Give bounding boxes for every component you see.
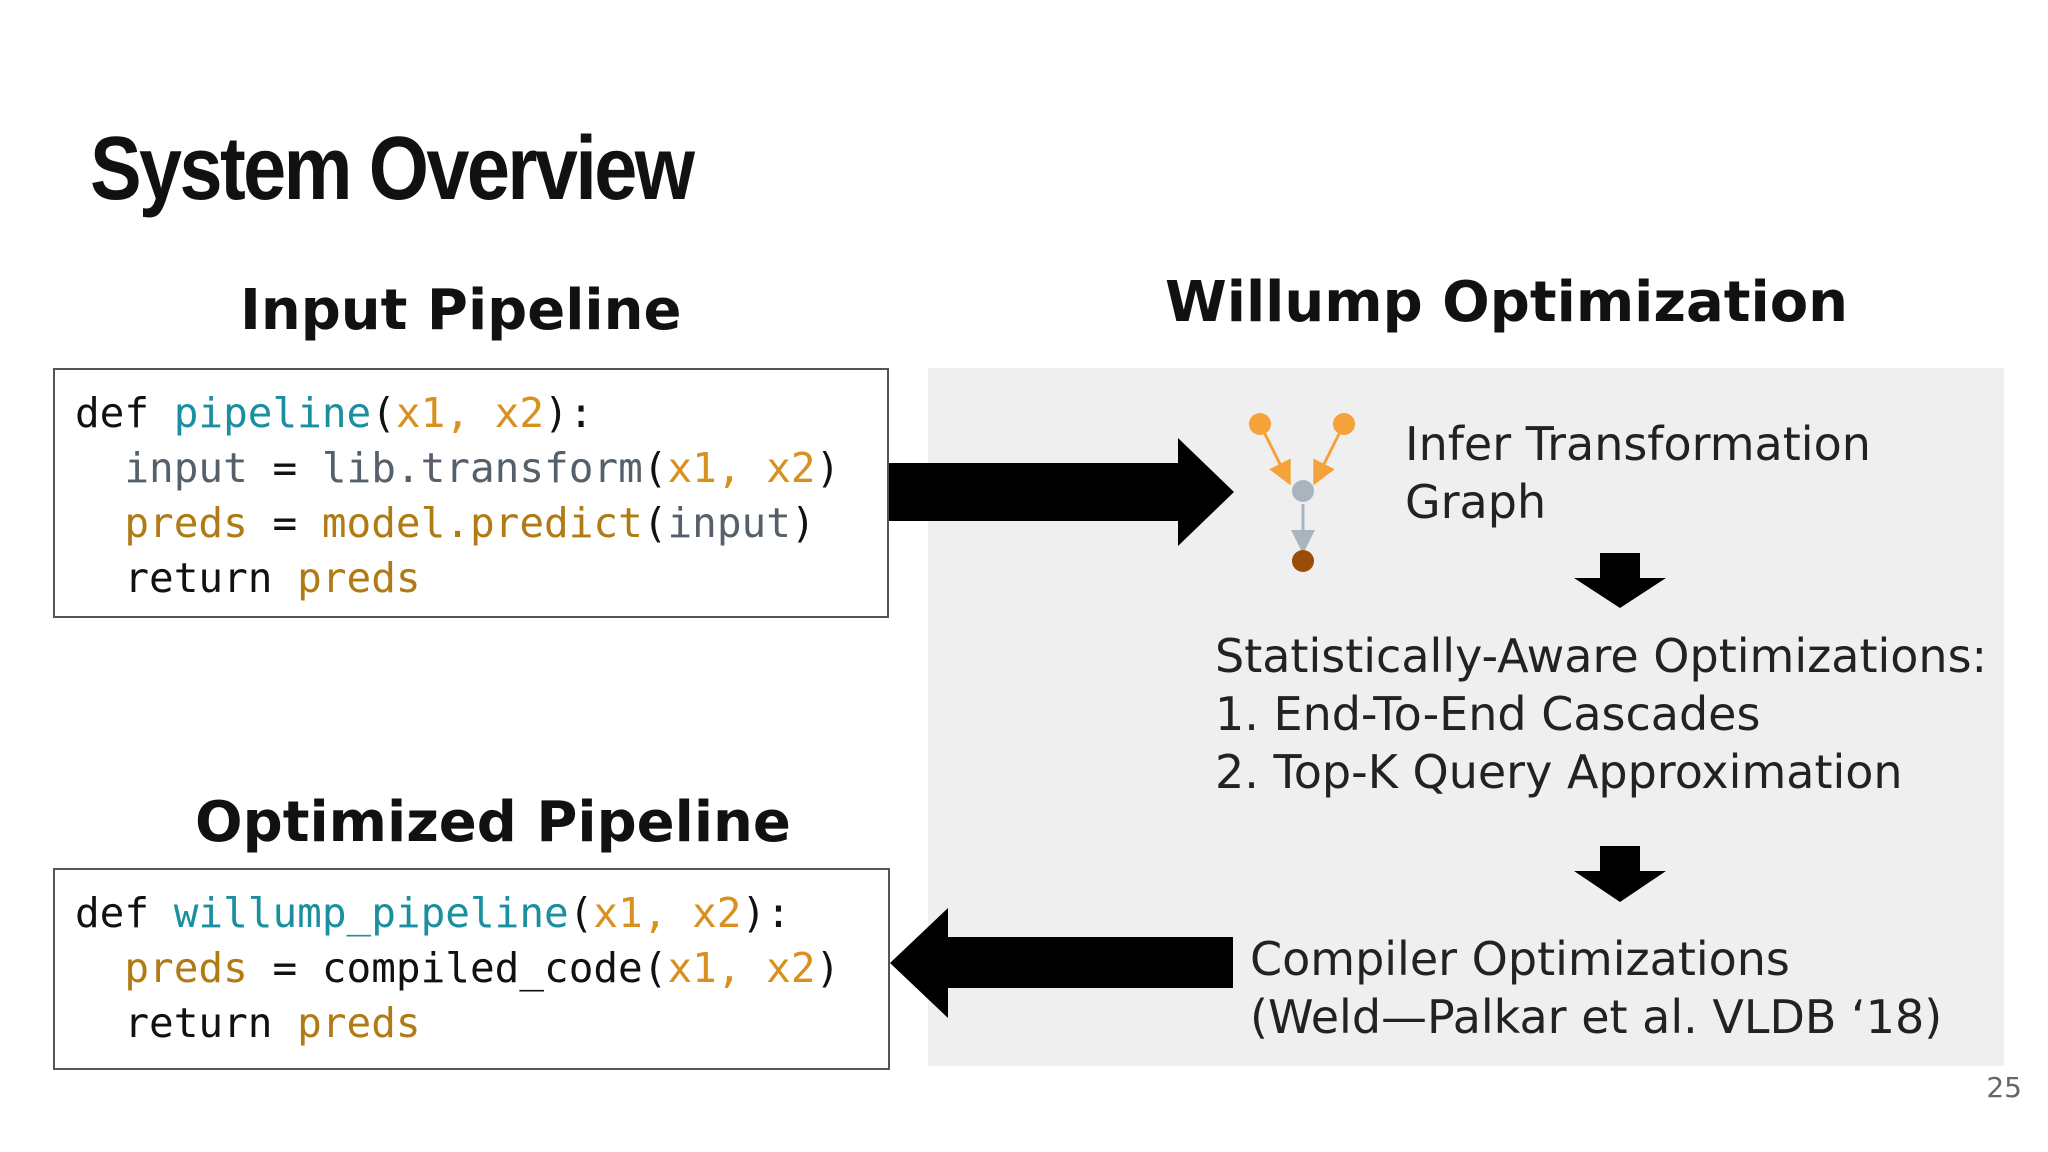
input-pipeline-heading: Input Pipeline <box>240 278 682 343</box>
infer-line-2: Graph <box>1405 475 1547 529</box>
code-token: willump_pipeline <box>173 889 569 937</box>
input-pipeline-line: return preds <box>75 551 887 606</box>
optimized-pipeline-code: def willump_pipeline(x1, x2): preds = co… <box>53 868 890 1070</box>
optimized-pipeline-line: return preds <box>75 996 888 1051</box>
input-pipeline-line: input = lib.transform(x1, x2) <box>75 441 887 496</box>
code-token: = <box>247 499 322 547</box>
code-token: return <box>75 999 298 1047</box>
code-token: preds <box>124 499 248 547</box>
code-token: ( <box>568 889 594 937</box>
code-token: ) <box>815 944 841 992</box>
input-pipeline-line: preds = model.predict(input) <box>75 496 887 551</box>
input-pipeline-code: def pipeline(x1, x2): input = lib.transf… <box>53 368 889 618</box>
stat-item-1: 1. End-To-End Cascades <box>1215 687 1761 741</box>
infer-graph-text: Infer Transformation Graph <box>1405 415 1871 531</box>
input-pipeline-line: def pipeline(x1, x2): <box>75 386 887 441</box>
statistical-optimizations: Statistically-Aware Optimizations: 1. En… <box>1215 627 1987 801</box>
code-token: return <box>75 554 298 602</box>
code-token: x1, x2 <box>395 389 545 437</box>
arrow-left-to-optimized <box>890 908 1233 1018</box>
code-token: ): <box>544 389 594 437</box>
code-token: = compiled_code( <box>247 944 668 992</box>
code-token: ) <box>815 444 841 492</box>
optimized-pipeline-line: def willump_pipeline(x1, x2): <box>75 886 888 941</box>
code-token: lib.transform <box>321 444 643 492</box>
transformation-graph-icon <box>1249 413 1355 572</box>
code-token: def <box>75 889 174 937</box>
code-token: ): <box>741 889 791 937</box>
code-token: model.predict <box>321 499 643 547</box>
code-token: preds <box>297 999 421 1047</box>
code-token: = <box>247 444 322 492</box>
code-token: x1, x2 <box>667 444 816 492</box>
infer-line-1: Infer Transformation <box>1405 417 1871 471</box>
graph-input-node-a <box>1249 413 1271 435</box>
code-token: x1, x2 <box>593 889 742 937</box>
code-token: input <box>124 444 248 492</box>
code-token: input <box>667 499 791 547</box>
graph-mid-node <box>1292 480 1314 502</box>
code-token: ( <box>642 444 668 492</box>
slide-title: System Overview <box>90 119 695 219</box>
compiler-line-1: Compiler Optimizations <box>1250 932 1790 986</box>
graph-output-node <box>1292 550 1314 572</box>
code-token: ) <box>790 499 816 547</box>
code-token: def <box>75 389 174 437</box>
code-token: ( <box>371 389 396 437</box>
arrow-right-to-willump <box>889 438 1234 546</box>
optimized-pipeline-heading: Optimized Pipeline <box>195 790 791 855</box>
stat-item-2: 2. Top-K Query Approximation <box>1215 745 1903 799</box>
code-token: preds <box>124 944 248 992</box>
code-token: x1, x2 <box>667 944 816 992</box>
code-token: preds <box>297 554 421 602</box>
code-token: ( <box>642 499 668 547</box>
willump-heading: Willump Optimization <box>1165 270 1849 335</box>
code-token: pipeline <box>173 389 372 437</box>
compiler-optimizations: Compiler Optimizations (Weld—Palkar et a… <box>1250 930 1942 1046</box>
optimized-pipeline-line: preds = compiled_code(x1, x2) <box>75 941 888 996</box>
graph-input-node-b <box>1333 413 1355 435</box>
compiler-line-2: (Weld—Palkar et al. VLDB ‘18) <box>1250 990 1943 1044</box>
stat-heading: Statistically-Aware Optimizations: <box>1215 629 1988 683</box>
arrow-down-1 <box>1574 553 1666 608</box>
arrow-down-2 <box>1574 846 1666 902</box>
page-number: 25 <box>1986 1071 2022 1104</box>
